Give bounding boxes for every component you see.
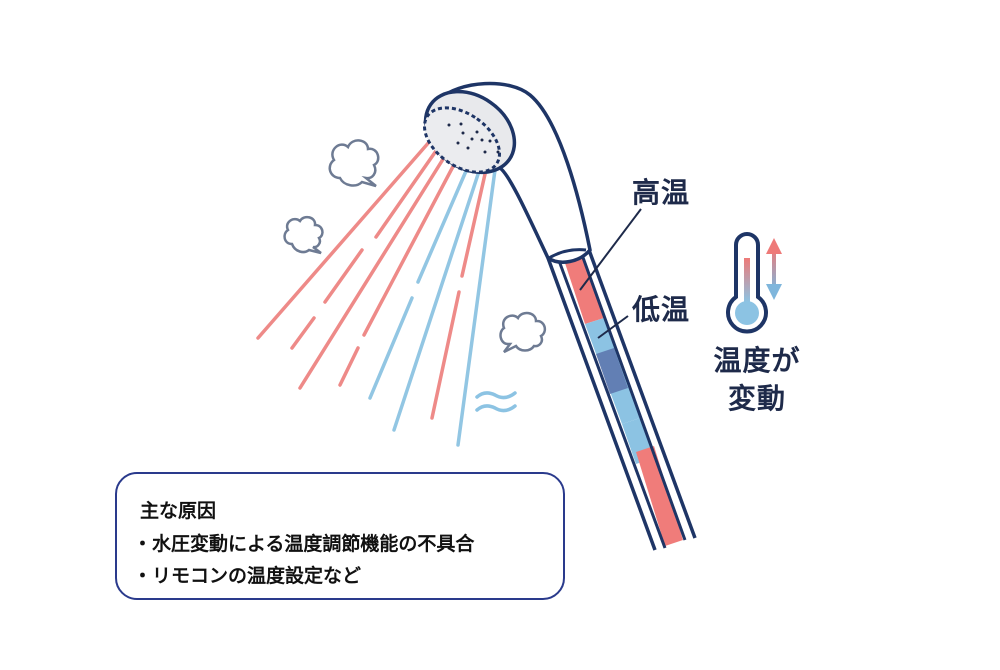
cause-box: 主な原因 ・水圧変動による温度調節機能の不具合 ・リモコンの温度設定など <box>115 472 565 600</box>
steam-cloud-icon <box>283 215 324 255</box>
temp-change-line2: 変動 <box>727 382 786 415</box>
wave-icon <box>475 391 517 413</box>
thermometer-icon <box>726 232 768 334</box>
cause-item: ・リモコンの温度設定など <box>133 565 362 587</box>
shower-head-icon <box>423 89 517 175</box>
temp-change-line1: 温度が <box>713 344 801 377</box>
shower-hose <box>546 248 697 551</box>
cause-title: 主な原因 <box>140 500 217 522</box>
low-temp-label: 低温 <box>632 293 691 326</box>
cause-item: ・水圧変動による温度調節機能の不具合 <box>133 533 475 555</box>
steam-cloud-icon <box>499 311 547 354</box>
high-temp-label: 高温 <box>632 176 691 209</box>
temp-change-label: 温度が 変動 <box>702 342 812 418</box>
leader-line-low <box>597 315 629 339</box>
water-streams <box>256 131 499 447</box>
leader-line-high <box>579 208 642 291</box>
steam-cloud-icon <box>328 139 380 188</box>
up-down-arrow-icon <box>766 238 782 300</box>
